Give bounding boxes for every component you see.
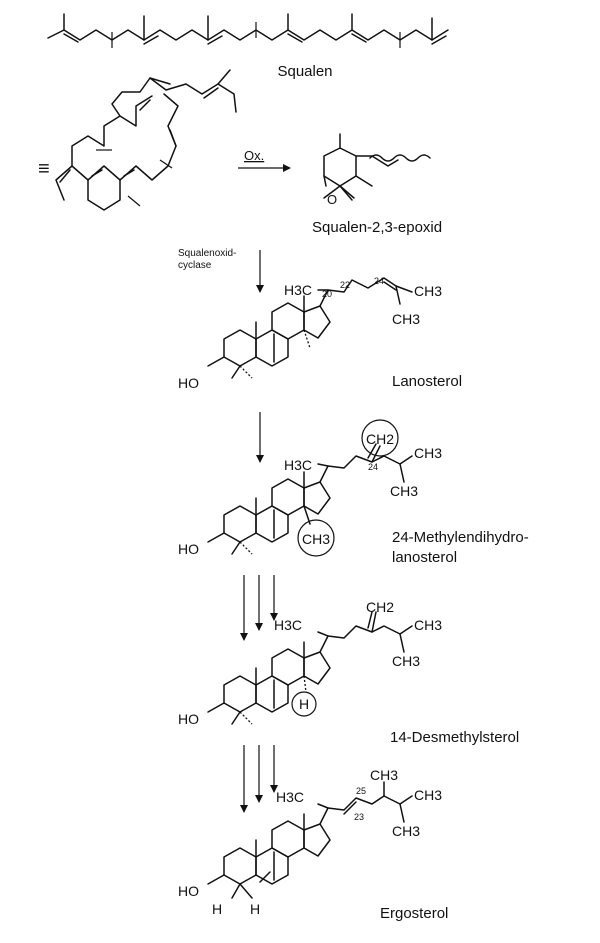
lanosterol-c24: 24: [374, 276, 384, 286]
ergosterol-ho: HO: [178, 883, 199, 899]
methylen-ch3-circled: CH3: [302, 531, 330, 547]
lanosterol-h3c: H3C: [284, 282, 312, 298]
lanosterol-ch3-a: CH3: [414, 283, 442, 299]
methylen-label-1: 24-Methylendihydro-: [392, 529, 529, 546]
methylen-h3c: H3C: [284, 457, 312, 473]
lanosterol-ch3-b: CH3: [392, 311, 420, 327]
equivalence-sign: ≡: [38, 158, 50, 180]
lanosterol-c20: 20: [322, 289, 332, 299]
desmethyl-label: 14-Desmethylsterol: [390, 729, 519, 746]
lanosterol-c22: 22: [340, 280, 350, 290]
desmethylsterol-structure: [207, 611, 413, 725]
folded-squalene-structure: [55, 69, 237, 211]
methylen-c24: 24: [368, 462, 378, 472]
desmethyl-ch2: CH2: [366, 599, 394, 615]
methylen-label-2: lanosterol: [392, 549, 457, 566]
desmethyl-h3c: H3C: [274, 617, 302, 633]
methylen-ch2: CH2: [366, 431, 394, 447]
ergosterol-h-1: H: [212, 901, 222, 917]
methylen-ho: HO: [178, 541, 199, 557]
desmethyl-ch3-a: CH3: [414, 617, 442, 633]
squalene-structure: [47, 13, 449, 48]
lanosterol-ho: HO: [178, 375, 199, 391]
cyclase-label-1: Squalenoxid-: [178, 248, 236, 259]
epoxide-structure: [323, 133, 431, 201]
methylenedihydrolanosterol-structure: [207, 419, 413, 557]
methylen-ch3-b: CH3: [390, 483, 418, 499]
desmethyl-ho: HO: [178, 711, 199, 727]
ergosterol-c25: 25: [356, 786, 366, 796]
methylen-ch3-a: CH3: [414, 445, 442, 461]
cyclase-label-2: cyclase: [178, 260, 212, 271]
ergosterol-label: Ergosterol: [380, 905, 448, 922]
ergosterol-h-2: H: [250, 901, 260, 917]
ergosterol-structure: [207, 781, 413, 899]
desmethyl-ch3-b: CH3: [392, 653, 420, 669]
lanosterol-structure: [207, 277, 413, 379]
squalene-label: Squalen: [277, 63, 332, 80]
epoxide-oxygen: O: [327, 192, 337, 207]
epoxide-label: Squalen-2,3-epoxid: [312, 219, 442, 236]
ergosterol-c23: 23: [354, 812, 364, 822]
ergosterol-ch3-b: CH3: [392, 823, 420, 839]
ergosterol-h3c: H3C: [276, 789, 304, 805]
desmethyl-h-circled: H: [299, 696, 309, 712]
ergosterol-ch3-a: CH3: [414, 787, 442, 803]
lanosterol-label: Lanosterol: [392, 373, 462, 390]
ergosterol-ch3-top: CH3: [370, 767, 398, 783]
oxidation-label: Ox.: [244, 148, 264, 163]
